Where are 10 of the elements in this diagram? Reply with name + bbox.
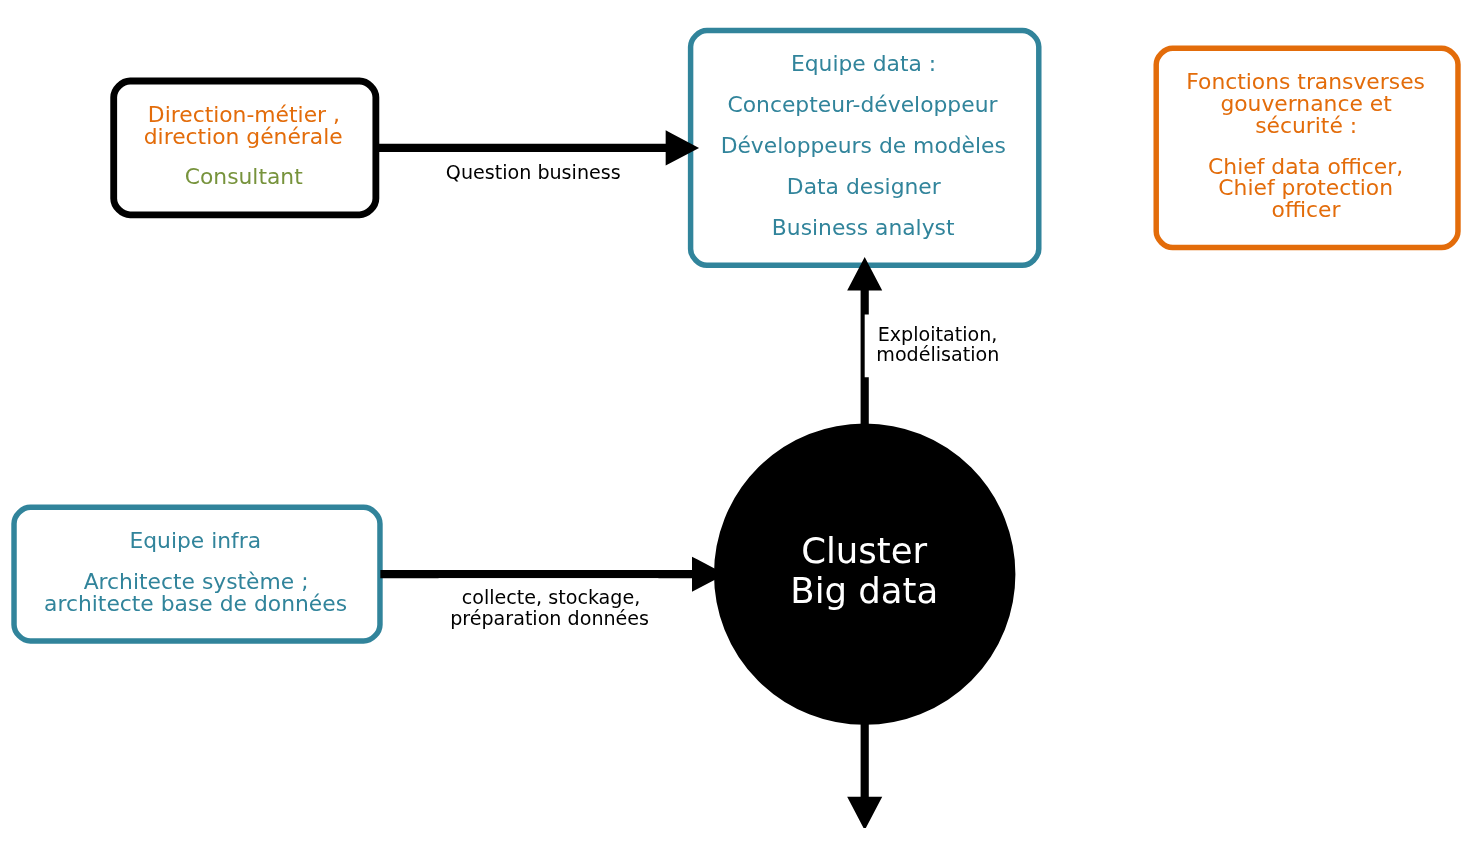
arrow [847, 721, 883, 828]
arrow [847, 256, 883, 426]
edge-label: Exploitation, modélisation [876, 322, 1000, 366]
node-box: Fonctions transverses gouvernance et sécurité : Chief data officer, Chief protection officer [1153, 45, 1461, 250]
node-circle: Cluster Big data [714, 422, 1016, 725]
edge-label: collecte, stockage, préparation données [450, 585, 650, 630]
node-box: Direction-métier , direction générale Consultant [110, 77, 380, 218]
node-box: Equipe infra Architecte système ; architecte base de données [11, 504, 383, 644]
edge-label: Question business [445, 160, 621, 184]
node-box: Equipe data : Concepteur-développeur Développeurs de modèles Data designer Business analyst [687, 27, 1042, 268]
